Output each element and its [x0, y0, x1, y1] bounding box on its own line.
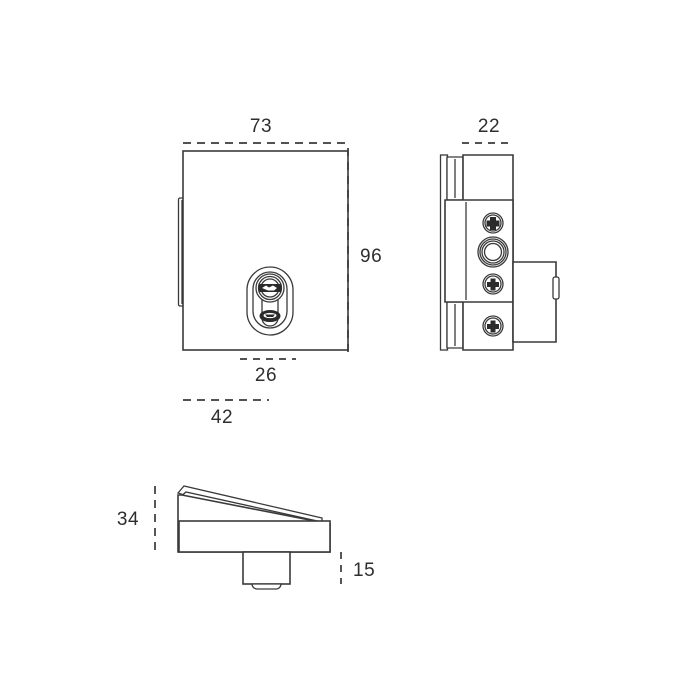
front-view-group: 73 96 26 42: [177, 116, 382, 428]
cylinder-plug: [255, 273, 285, 303]
handle-lower-face: [178, 520, 331, 553]
dimension-label-96: 96: [360, 246, 382, 267]
side-latch-block: [512, 261, 560, 343]
cylinder-lower-slot: [259, 310, 281, 322]
side-upper-bracket: [446, 156, 464, 201]
dimension-label-73: 73: [250, 116, 272, 137]
side-view-group: 22: [439, 116, 560, 351]
dimension-label-26: 26: [255, 365, 277, 386]
screw-middle-icon: [482, 273, 504, 295]
bottom-view-group: 34 15: [117, 485, 375, 590]
keyway-profile: [262, 285, 277, 291]
dimension-label-22: 22: [478, 116, 500, 137]
dimension-label-34: 34: [117, 509, 139, 530]
screw-bottom-icon: [482, 315, 504, 337]
stem-cap: [251, 583, 282, 590]
dimension-label-15: 15: [353, 560, 375, 581]
side-lower-bracket: [446, 301, 464, 349]
screw-top-icon: [482, 212, 504, 234]
thumbturn-knob: [477, 236, 509, 268]
dimension-label-42: 42: [211, 407, 233, 428]
handle-stem: [242, 551, 291, 585]
